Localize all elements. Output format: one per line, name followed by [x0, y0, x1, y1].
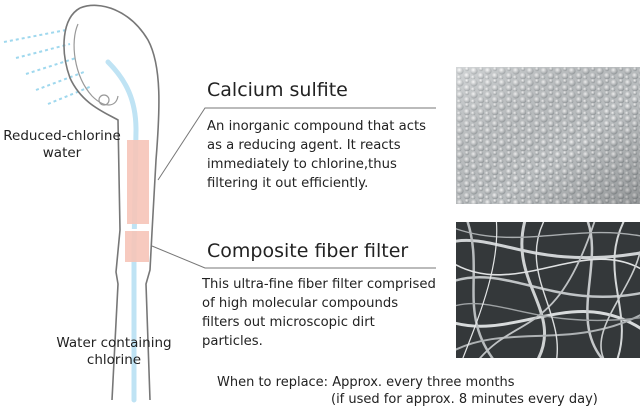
fiber-filter-line: of high molecular compounds — [202, 296, 399, 311]
fiber-filter-cartridge — [125, 230, 149, 262]
calcium-sulfite-granules-photo — [456, 67, 640, 204]
chlorine-water-label-line1: Water containing — [56, 335, 172, 351]
fiber-filter-line: filters out microscopic dirt — [202, 315, 375, 330]
pointer-line-calcium — [157, 107, 436, 181]
shower-handle-outline — [79, 4, 160, 401]
calcium-sulfite-line: filtering it out efficiently. — [207, 176, 369, 191]
calcium-sulfite-line: as a reducing agent. It reacts — [207, 138, 401, 153]
calcium-sulfite-cartridge — [127, 140, 149, 224]
fiber-filter-line: This ultra-fine fiber filter comprised — [202, 277, 436, 292]
replacement-note: When to replace: Approx. every three mon… — [217, 374, 598, 408]
shower-head-outline — [63, 7, 121, 401]
fiber-filter-line: particles. — [202, 334, 263, 349]
replacement-note-line1: When to replace: Approx. every three mon… — [217, 375, 515, 390]
reduced-chlorine-label-line2: water — [42, 145, 82, 161]
calcium-sulfite-description: An inorganic compound that acts as a red… — [207, 117, 447, 193]
fiber-filter-description: This ultra-fine fiber filter comprised o… — [202, 275, 452, 351]
reduced-chlorine-label: Reduced-chlorine water — [0, 128, 124, 162]
water-spray-icon — [3, 29, 93, 105]
pointer-line-fiber — [151, 245, 436, 269]
calcium-sulfite-line: An inorganic compound that acts — [207, 119, 426, 134]
shower-face-plate — [73, 23, 119, 106]
chlorine-water-label: Water containing chlorine — [44, 335, 184, 369]
shower-knob — [98, 94, 110, 106]
reduced-chlorine-label-line1: Reduced-chlorine — [3, 128, 121, 144]
water-flow-channel — [105, 59, 139, 403]
calcium-sulfite-line: immediately to chlorine,thus — [207, 157, 397, 172]
fiber-filter-microscope-photo — [456, 222, 640, 358]
fiber-filter-title: Composite fiber filter — [207, 240, 409, 262]
chlorine-water-label-line2: chlorine — [86, 352, 142, 368]
replacement-note-line2: (if used for approx. 8 minutes every day… — [331, 392, 598, 407]
calcium-sulfite-title: Calcium sulfite — [207, 79, 348, 101]
